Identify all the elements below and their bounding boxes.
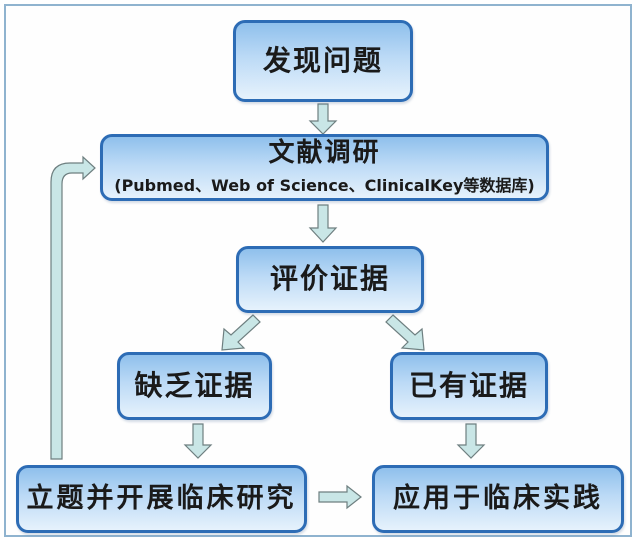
node-label: 已有证据 — [408, 368, 529, 402]
node-discover-problem: 发现问题 — [233, 20, 413, 102]
node-label: 文献调研 — [268, 138, 381, 169]
node-apply-clinical-practice: 应用于临床实践 — [372, 465, 624, 533]
node-label: 发现问题 — [262, 43, 383, 77]
node-clinical-research: 立题并开展临床研究 — [16, 465, 307, 533]
node-label: 立题并开展临床研究 — [26, 483, 297, 515]
node-label: 缺乏证据 — [134, 368, 255, 402]
node-label: 应用于临床实践 — [393, 483, 603, 515]
node-evaluate-evidence: 评价证据 — [236, 246, 424, 313]
node-label: 评价证据 — [269, 262, 390, 296]
node-lack-evidence: 缺乏证据 — [117, 352, 272, 420]
node-have-evidence: 已有证据 — [390, 352, 548, 420]
node-literature-research: 文献调研 (Pubmed、Web of Science、ClinicalKey等… — [100, 134, 549, 201]
node-sublabel: (Pubmed、Web of Science、ClinicalKey等数据库) — [114, 175, 535, 195]
